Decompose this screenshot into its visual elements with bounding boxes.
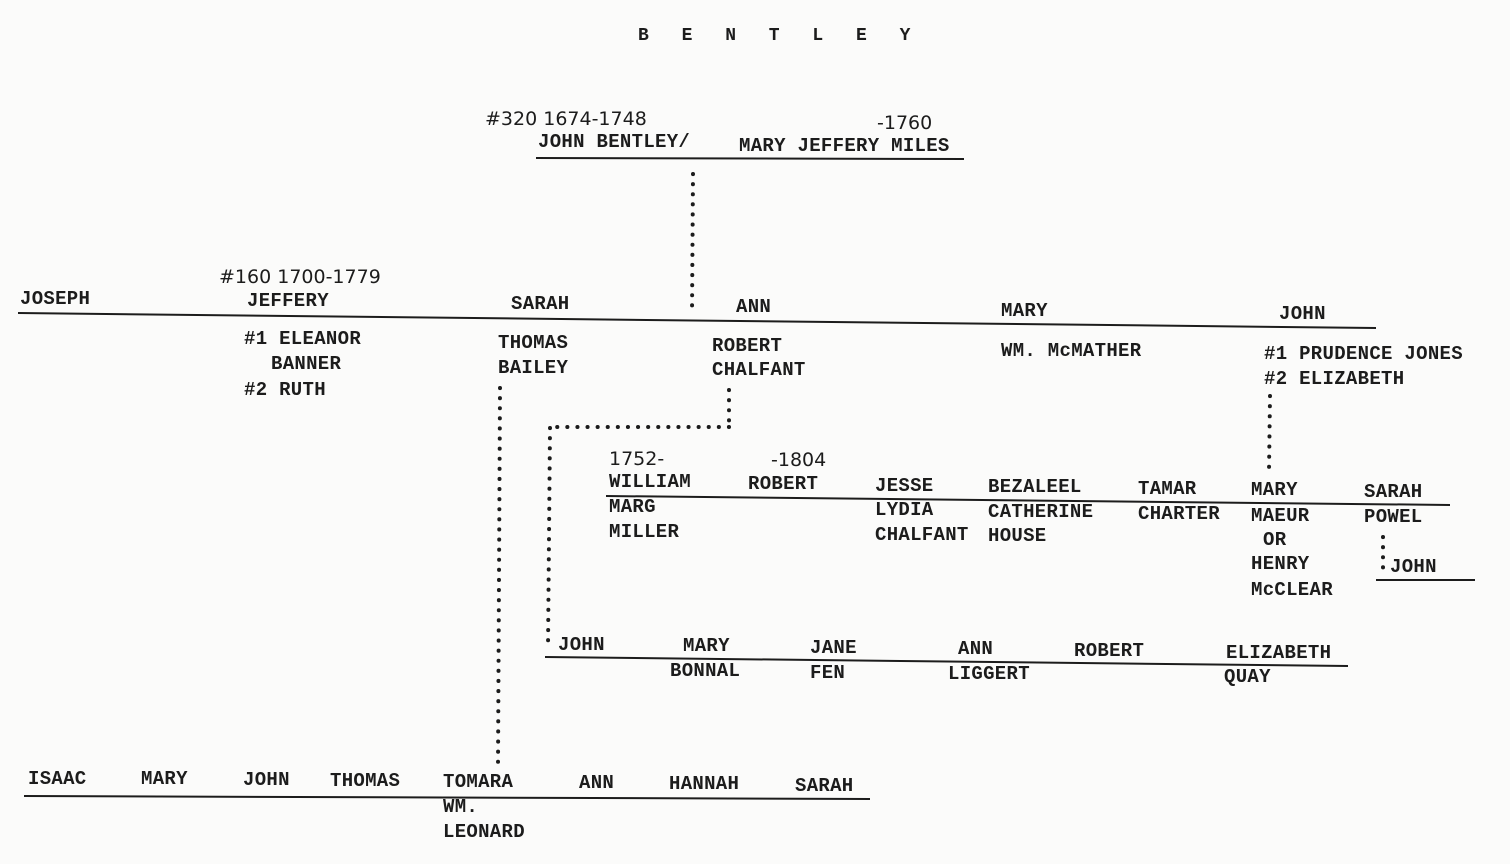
spouse-thomas: THOMAS xyxy=(498,332,569,354)
person-jesse: JESSE xyxy=(875,475,934,497)
person-tomara: TOMARA xyxy=(443,771,514,793)
jeffery-ref: #160 1700-1779 xyxy=(219,266,381,288)
bailey-descent-dots xyxy=(496,386,502,768)
person-robert: ROBERT xyxy=(748,473,819,495)
spouse-eleanor-surname: BANNER xyxy=(271,353,342,375)
spouse-house: HOUSE xyxy=(988,525,1047,547)
john-bentley-ref: #320 1674-1748 xyxy=(485,108,647,130)
person-sarah-c: SARAH xyxy=(795,775,854,797)
person-john: JOHN xyxy=(1279,303,1326,325)
person-john-bentley: JOHN BENTLEY/ xyxy=(538,131,691,153)
spouse-ruth: #2 RUTH xyxy=(244,379,326,401)
spouse-maeur: MAEUR xyxy=(1251,505,1310,527)
william-dates: 1752- xyxy=(609,448,665,470)
person-jane: JANE xyxy=(810,637,857,659)
spouse-catherine: CATHERINE xyxy=(988,501,1094,523)
person-sarah-john: SARAH xyxy=(1364,481,1423,503)
spouse-liggert: LIGGERT xyxy=(948,663,1030,685)
spouse-elizabeth: #2 ELIZABETH xyxy=(1264,368,1405,390)
person-robert-b: ROBERT xyxy=(1074,640,1145,662)
person-mary-b: MARY xyxy=(683,635,730,657)
spouse-mcclear: McCLEAR xyxy=(1251,579,1333,601)
bailey-sibling-line xyxy=(23,795,871,800)
person-sarah: SARAH xyxy=(511,293,570,315)
chalfant-descent-dots-c xyxy=(546,426,552,650)
person-tamar: TAMAR xyxy=(1138,478,1197,500)
person-mary-c: MARY xyxy=(141,768,188,790)
spouse-quay: QUAY xyxy=(1224,666,1271,688)
spouse-charter: CHARTER xyxy=(1138,503,1220,525)
person-mary-jeffery-miles: MARY JEFFERY MILES xyxy=(739,135,950,157)
spouse-chalfant: CHALFANT xyxy=(712,359,806,381)
mary-miles-dates: -1760 xyxy=(877,112,933,134)
spouse-henry: HENRY xyxy=(1251,553,1310,575)
page-title: B E N T L E Y xyxy=(638,26,922,46)
spouse-lydia-surname: CHALFANT xyxy=(875,524,969,546)
person-mary-john: MARY xyxy=(1251,479,1298,501)
person-john-c: JOHN xyxy=(243,769,290,791)
spouse-lydia: LYDIA xyxy=(875,499,934,521)
person-john-b: JOHN xyxy=(558,634,605,656)
person-ann-c: ANN xyxy=(579,772,615,794)
person-hannah: HANNAH xyxy=(669,773,740,795)
chalfant-b-sibling-line xyxy=(544,656,1349,667)
person-joseph: JOSEPH xyxy=(20,288,91,310)
spouse-bailey: BAILEY xyxy=(498,357,569,379)
spouse-prudence-jones: #1 PRUDENCE JONES xyxy=(1264,343,1463,365)
person-ann-b: ANN xyxy=(958,638,994,660)
spouse-marg: MARG xyxy=(609,496,656,518)
person-elizabeth: ELIZABETH xyxy=(1226,642,1332,664)
person-jeffery: JEFFERY xyxy=(247,290,329,312)
spouse-mcmather: WM. McMATHER xyxy=(1001,340,1142,362)
spouse-wm: WM. xyxy=(443,796,479,818)
spouse-leonard: LEONARD xyxy=(443,821,525,843)
person-bezaleel: BEZALEEL xyxy=(988,476,1082,498)
spouse-robert: ROBERT xyxy=(712,335,783,357)
person-isaac: ISAAC xyxy=(28,768,87,790)
spouse-miller: MILLER xyxy=(609,521,680,543)
person-mary: MARY xyxy=(1001,300,1048,322)
gen1-couple-line xyxy=(535,157,965,160)
spouse-fen: FEN xyxy=(810,662,846,684)
spouse-or: OR xyxy=(1263,529,1287,551)
gen1-descent-dots xyxy=(690,172,695,316)
john-descent-dots xyxy=(1267,394,1272,474)
gen2-sibling-line xyxy=(17,312,1377,329)
spouse-powel: POWEL xyxy=(1364,506,1423,528)
chalfant-a-sibling-line xyxy=(605,495,1451,506)
person-thomas: THOMAS xyxy=(330,770,401,792)
person-william: WILLIAM xyxy=(609,471,691,493)
robert-dates: -1804 xyxy=(771,449,827,471)
person-ann: ANN xyxy=(736,296,772,318)
spouse-bonnal: BONNAL xyxy=(670,660,741,682)
person-john-powel: JOHN xyxy=(1390,556,1437,578)
spouse-eleanor: #1 ELEANOR xyxy=(244,328,362,350)
